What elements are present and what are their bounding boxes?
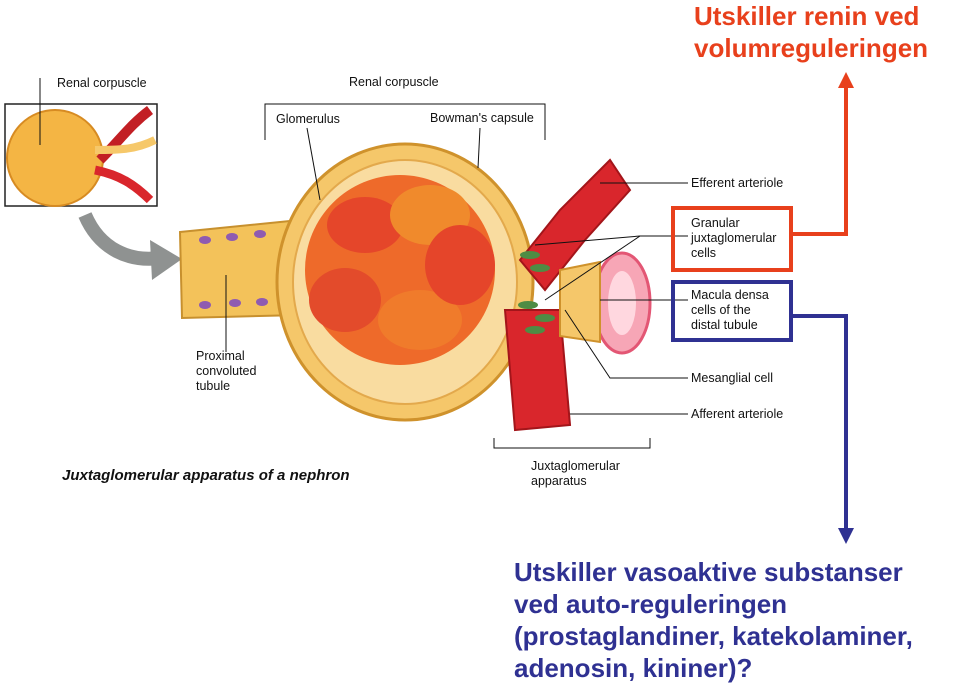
label-proximal-tubule: Proximal convoluted tubule xyxy=(196,349,257,393)
label-jg-apparatus: Juxtaglomerular apparatus xyxy=(531,459,620,488)
renin-arrowhead xyxy=(838,72,854,88)
label-granular-cells: Granular juxtaglomerular cells xyxy=(691,216,777,260)
glomerulus-shape xyxy=(305,175,495,365)
label-afferent-arteriole: Afferent arteriole xyxy=(691,407,784,421)
label-bowmans-capsule: Bowman's capsule xyxy=(430,111,534,125)
zoom-arrowhead xyxy=(150,240,182,280)
vasoactive-annotation: Utskiller vasoaktive substanser ved auto… xyxy=(514,557,913,683)
granular-cells-highlight-box xyxy=(671,206,793,272)
inset-corpuscle xyxy=(6,109,104,207)
inset-tubule xyxy=(94,136,157,154)
zoom-arrow xyxy=(78,211,161,266)
granular-cells-shape xyxy=(518,251,555,334)
vasoactive-connector xyxy=(793,314,848,530)
label-renal-corpuscle: Renal corpuscle xyxy=(349,75,439,89)
tubule-nuclei xyxy=(199,230,268,309)
macula-densa-highlight-box xyxy=(671,280,793,342)
renin-annotation: Utskiller renin ved volumreguleringen xyxy=(694,1,929,63)
label-renal-corpuscle-inset: Renal corpuscle xyxy=(57,76,147,90)
vasoactive-arrowhead xyxy=(838,528,854,544)
leader-lines xyxy=(39,78,688,449)
label-glomerulus: Glomerulus xyxy=(276,112,340,126)
inset-arteriole-b xyxy=(94,165,154,204)
efferent-arteriole-shape xyxy=(518,158,632,292)
label-mesanglial-cell: Mesanglial cell xyxy=(691,371,773,385)
renin-connector xyxy=(793,82,848,236)
afferent-arteriole-shape xyxy=(503,309,572,432)
inset-arteriole-a xyxy=(96,106,154,164)
label-macula-densa: Macula densa cells of the distal tubule xyxy=(691,288,769,332)
label-efferent-arteriole: Efferent arteriole xyxy=(691,176,784,190)
figure-caption: Juxtaglomerular apparatus of a nephron xyxy=(62,467,350,484)
